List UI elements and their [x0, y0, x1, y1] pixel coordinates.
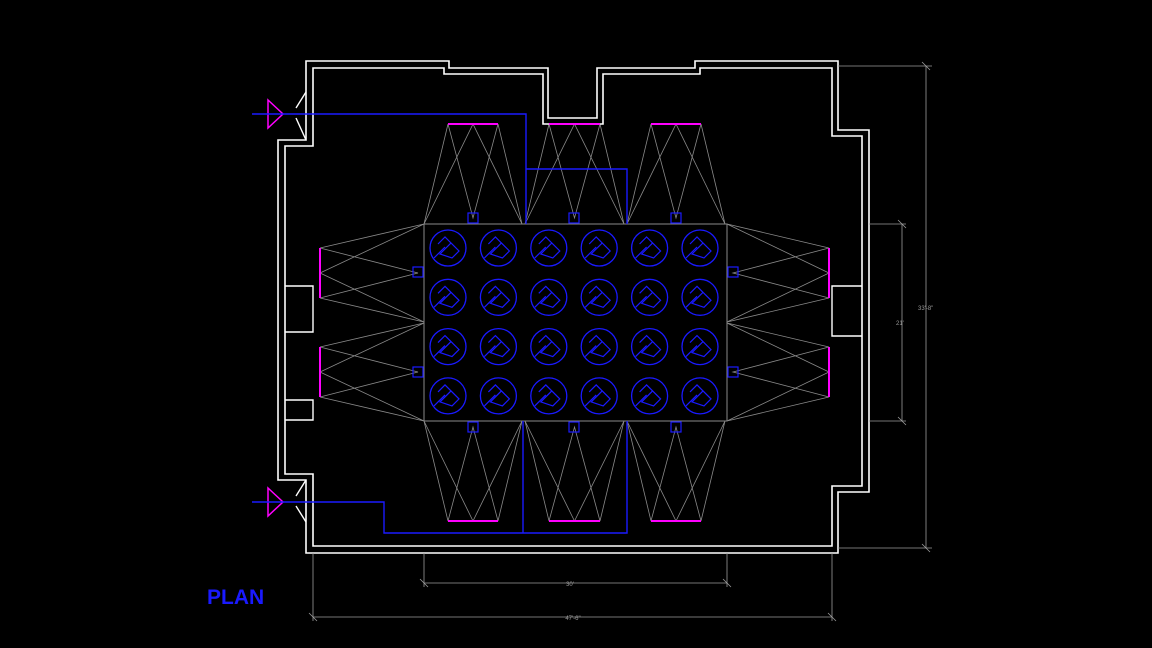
dimension-overall-width: 47'-6" — [565, 616, 580, 622]
sightline-bottom-3 — [626, 420, 726, 522]
sightline-right-2 — [726, 322, 830, 422]
dimline-overall-height — [838, 61, 932, 553]
projector-5 — [568, 421, 580, 433]
dimension-array-height: 21' — [896, 321, 904, 327]
fixture-r1-c1 — [429, 229, 467, 267]
fixture-r2-c6 — [681, 278, 719, 316]
fixture-r1-c4 — [580, 229, 618, 267]
sightline-layer — [319, 123, 830, 522]
fixture-r3-c4 — [580, 327, 618, 366]
fixture-r2-c4 — [580, 278, 618, 316]
sightline-bottom-2 — [524, 420, 625, 522]
fixture-r3-c2 — [479, 327, 518, 366]
projector-3 — [670, 212, 682, 224]
right-pilaster — [831, 285, 862, 337]
fixture-r4-c4 — [580, 377, 618, 415]
fixture-array — [429, 229, 719, 415]
dimline-array-height — [869, 219, 907, 426]
fixture-r4-c2 — [479, 377, 518, 415]
outer-wall-line — [277, 60, 870, 554]
projector-8 — [412, 366, 424, 378]
dimension-array-width: 30' — [566, 582, 574, 588]
room-walls — [277, 60, 870, 554]
sightline-right-1 — [726, 223, 830, 323]
screen-layer — [267, 98, 830, 522]
sightline-left-2 — [319, 322, 425, 422]
fixture-r2-c5 — [630, 278, 669, 316]
fixture-r3-c5 — [630, 327, 669, 366]
left-pilaster-1 — [285, 285, 314, 333]
dimline-array-width — [419, 553, 732, 588]
fixture-r4-c6 — [681, 377, 719, 415]
array-frame — [423, 223, 728, 422]
fixture-r4-c1 — [429, 377, 467, 415]
wire-upper-branch — [526, 168, 628, 224]
plan-title: PLAN — [207, 586, 264, 609]
sightline-top-3 — [626, 123, 726, 225]
fixture-r4-c5 — [630, 377, 669, 415]
door-lower-swing — [295, 479, 307, 523]
fixture-r1-c3 — [530, 229, 568, 267]
projector-9 — [727, 266, 739, 278]
projector-10 — [727, 366, 739, 378]
projector-4 — [467, 421, 479, 433]
projector-1 — [467, 212, 479, 224]
fixture-r1-c2 — [479, 229, 518, 267]
dimline-overall-width — [308, 553, 837, 622]
wire-upper-feed — [252, 113, 527, 224]
wire-lower-feed — [252, 421, 628, 534]
fixture-r4-c3 — [530, 377, 568, 415]
fixture-r3-c6 — [681, 327, 719, 366]
wiring-layer — [252, 113, 739, 534]
left-pilaster-2 — [285, 399, 314, 421]
dimension-layer: 33'-8" 21' 30' 47'-6" — [308, 61, 933, 622]
door-upper-swing — [295, 91, 307, 141]
fixture-r2-c1 — [429, 278, 467, 316]
fixture-r3-c1 — [429, 327, 467, 366]
sightline-bottom-1 — [423, 420, 523, 522]
sightline-top-1 — [423, 123, 523, 225]
fixture-r3-c3 — [530, 327, 568, 366]
inner-wall-line — [284, 67, 863, 547]
projector-6 — [670, 421, 682, 433]
projector-2 — [568, 212, 580, 224]
fixture-r1-c6 — [681, 229, 719, 267]
sightline-left-1 — [319, 223, 425, 323]
sightline-top-2 — [524, 123, 625, 225]
fixture-r2-c2 — [479, 278, 518, 316]
projector-7 — [412, 266, 424, 278]
fixture-r1-c5 — [630, 229, 669, 267]
fixture-r2-c3 — [530, 278, 568, 316]
